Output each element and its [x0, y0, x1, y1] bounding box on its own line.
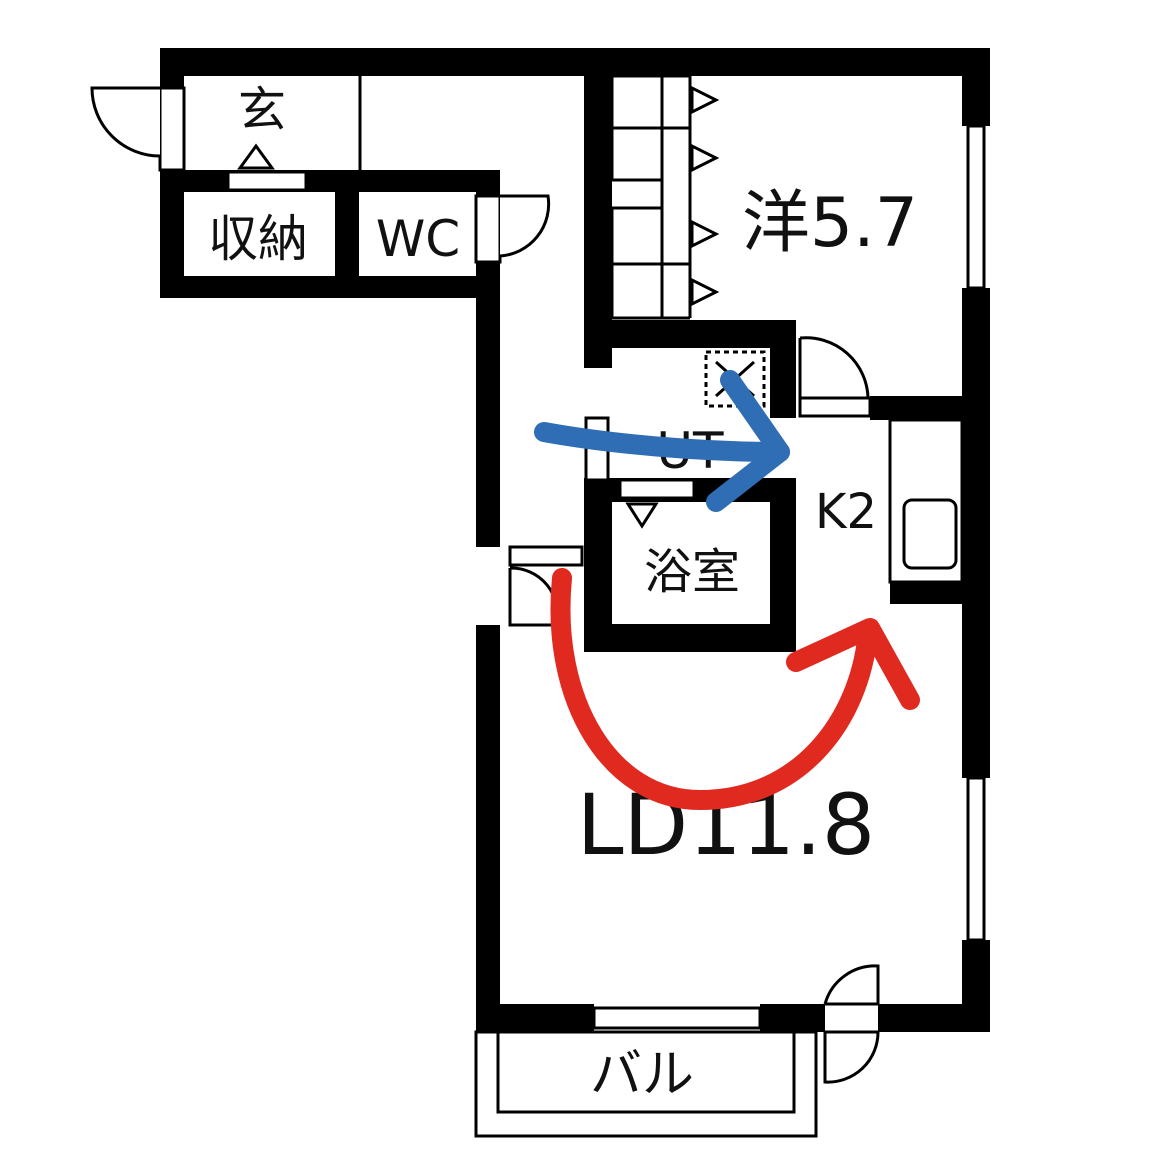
doors [90, 86, 880, 1084]
walls [160, 48, 990, 1032]
balcony [474, 1030, 818, 1138]
kitchen-counter [888, 418, 964, 584]
storage-label: 収納 [208, 210, 308, 268]
windows [592, 124, 986, 1030]
entrance-details [226, 76, 362, 192]
entrance-label: 玄 [238, 82, 286, 138]
kitchen-label: K2 [815, 484, 877, 540]
closet-door-triangles [690, 85, 720, 307]
closet [610, 74, 692, 320]
red-arrow [550, 568, 920, 810]
balcony-label: バル [590, 1045, 694, 1105]
toilet-label: WC [376, 210, 460, 268]
blue-arrow [534, 370, 790, 512]
western-room-label: 洋5.7 [742, 184, 918, 263]
bathroom-label: 浴室 [644, 544, 740, 600]
